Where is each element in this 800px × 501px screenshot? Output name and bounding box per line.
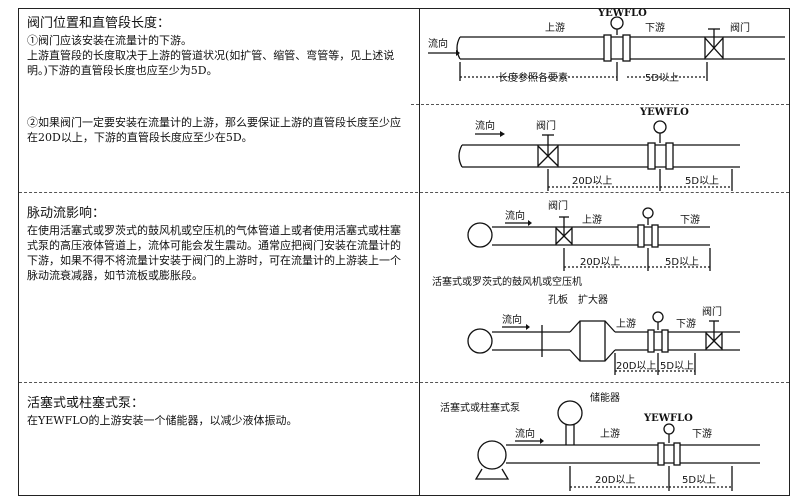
diagram-pulsation: 流向 阀门 上游 下游 20D以上 5D以上 活塞式或罗茨式的鼓风机或空压机 孔… xyxy=(432,199,740,375)
length-note-label: 长度参照各要素 xyxy=(498,71,568,84)
spec-table: 阀门位置和直管段长度： ①阀门应该安装在流量计的下游。 上游直管段的长度取决于上… xyxy=(18,8,790,496)
flow-label: 流向 xyxy=(515,427,535,440)
row-divider-dashed xyxy=(411,104,789,105)
expander-label: 扩大器 xyxy=(578,293,608,306)
diagram-valve-downstream: 流向 上游 YEWFLO 下游 阀门 长度参照各要素 5D以上 xyxy=(428,9,785,84)
diagram-pump: 活塞式或柱塞式泵 储能器 流向 上游 YEWFLO 下游 20D以上 5D以上 xyxy=(440,391,760,491)
section-valve-position-title: 阀门位置和直管段长度： xyxy=(27,16,171,31)
section-valve-upstream-text: ②如果阀门一定要安装在流量计的上游，那么要保证上游的直管段长度至少应在20D以上… xyxy=(27,115,411,145)
min-5d-label-top: 5D以上 xyxy=(665,256,699,268)
accumulator-label: 储能器 xyxy=(590,391,620,404)
downstream-label-bottom: 下游 xyxy=(676,317,696,330)
min-5d-label: 5D以上 xyxy=(685,175,719,187)
row-divider-1 xyxy=(19,192,789,193)
downstream-label-top: 下游 xyxy=(680,213,700,226)
valve-downstream-rule: ①阀门应该安装在流量计的下游。 xyxy=(27,34,192,47)
brand-label: YEWFLO xyxy=(597,9,647,19)
upstream-label: 上游 xyxy=(600,427,620,440)
section-pump-title: 活塞式或柱塞式泵： xyxy=(27,396,145,411)
brand-label: YEWFLO xyxy=(639,107,689,118)
downstream-label: 下游 xyxy=(645,21,665,34)
straight-length-note: 上游直管段的长度取决于上游的管道状况(如扩管、缩管、弯管等，见上述说明。)下游的… xyxy=(27,49,395,77)
upstream-label-top: 上游 xyxy=(582,213,602,226)
valve-label-top: 阀门 xyxy=(548,199,568,212)
flow-label: 流向 xyxy=(475,119,495,132)
min-20d-label-top: 20D以上 xyxy=(580,256,620,268)
pump-description: 在YEWFLO的上游安装一个储能器，以减少液体振动。 xyxy=(27,414,298,427)
section-valve-position-text: 阀门位置和直管段长度： ①阀门应该安装在流量计的下游。 上游直管段的长度取决于上… xyxy=(27,15,411,78)
min-20d-label: 20D以上 xyxy=(572,175,612,187)
min-20d-label-bottom: 20D以上 xyxy=(616,360,656,372)
section-pump-text: 活塞式或柱塞式泵： 在YEWFLO的上游安装一个储能器，以减少液体振动。 xyxy=(27,395,411,428)
section-pulsation-title: 脉动流影响： xyxy=(27,206,106,221)
source-label: 活塞式或罗茨式的鼓风机或空压机 xyxy=(432,275,582,288)
min-5d-label: 5D以上 xyxy=(645,72,679,84)
pulsation-description: 在使用活塞式或罗茨式的鼓风机或空压机的气体管道上或者使用活塞式或柱塞式泵的高压液… xyxy=(27,224,401,282)
valve-label: 阀门 xyxy=(536,119,556,132)
brand-label: YEWFLO xyxy=(643,413,693,424)
min-20d-label: 20D以上 xyxy=(595,474,635,486)
valve-label-bottom: 阀门 xyxy=(702,305,722,318)
flow-label: 流向 xyxy=(428,37,448,50)
diagram-valve-upstream: 流向 阀门 YEWFLO 20D以上 5D以上 xyxy=(458,107,740,191)
min-5d-label: 5D以上 xyxy=(682,474,716,486)
flow-label-top: 流向 xyxy=(505,209,525,222)
valve-label: 阀门 xyxy=(730,21,750,34)
section-pulsation-text: 脉动流影响： 在使用活塞式或罗茨式的鼓风机或空压机的气体管道上或者使用活塞式或柱… xyxy=(27,205,411,283)
orifice-label: 孔板 xyxy=(548,293,568,306)
flow-label-bottom: 流向 xyxy=(502,313,522,326)
column-divider xyxy=(419,9,420,495)
valve-upstream-rule: ②如果阀门一定要安装在流量计的上游，那么要保证上游的直管段长度至少应在20D以上… xyxy=(27,116,401,144)
min-5d-label-bottom: 5D以上 xyxy=(660,360,694,372)
downstream-label: 下游 xyxy=(692,427,712,440)
upstream-label: 上游 xyxy=(545,21,565,34)
pump-label: 活塞式或柱塞式泵 xyxy=(440,401,520,414)
upstream-label-bottom: 上游 xyxy=(616,317,636,330)
row-divider-2 xyxy=(19,382,789,383)
